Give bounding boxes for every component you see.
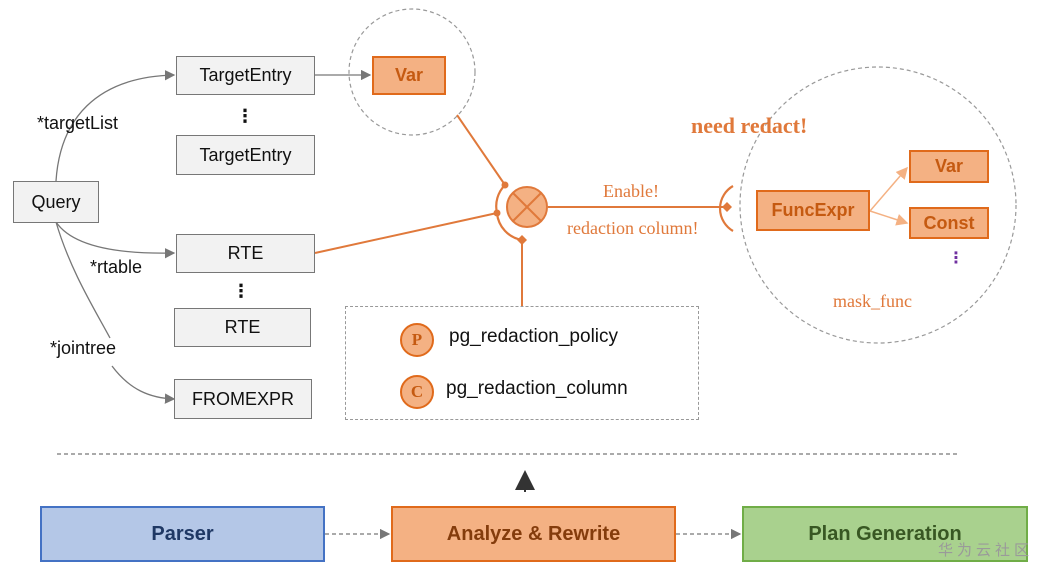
edge-query-jointree-top: [55, 221, 111, 339]
junction-dot-left: [493, 209, 501, 217]
column-badge-icon: C: [400, 375, 434, 409]
targetlist-edge-label: *targetList: [37, 113, 119, 133]
link-funcexpr-var: [869, 166, 908, 212]
edge-query-jointree: [111, 365, 176, 404]
link-var-junction: [456, 114, 506, 186]
mask-func-bracket: [719, 185, 734, 232]
junction-x-icon: [506, 186, 548, 228]
target-entry-node: TargetEntry: [176, 56, 315, 95]
redaction-column-label: redaction column!: [567, 218, 699, 238]
watermark-text: 华为云社区: [937, 542, 1033, 559]
link-rte-junction: [314, 212, 498, 254]
mask-func-caption: mask_func: [833, 291, 912, 311]
var-scope-circle: [348, 8, 476, 136]
fromexpr-node: FROMEXPR: [174, 379, 312, 419]
analyze-rewrite-stage: Analyze & Rewrite: [391, 506, 676, 562]
redaction-column-catalog-label: pg_redaction_column: [446, 378, 628, 399]
junction-dot-bottom: [517, 235, 527, 245]
need-redact-title: need redact!: [691, 113, 808, 138]
mask-func-entry-dot: [722, 202, 732, 212]
plan-generation-stage: Plan Generation: [742, 506, 1028, 562]
mask-var-node: Var: [909, 150, 989, 183]
edge-query-rtable: [55, 221, 176, 259]
policy-badge-icon: P: [400, 323, 434, 357]
rte-node: RTE: [174, 308, 311, 347]
rte-node: RTE: [176, 234, 315, 273]
mask-func-ellipsis: ⋮: [948, 250, 964, 267]
enable-label: Enable!: [603, 181, 659, 201]
rte-ellipsis: ⋮: [232, 281, 250, 301]
mask-func-scope-circle: [739, 66, 1017, 344]
link-funcexpr-const: [869, 210, 909, 226]
query-node: Query: [13, 181, 99, 223]
redaction-policy-label: pg_redaction_policy: [449, 326, 619, 347]
var-node: Var: [372, 56, 446, 95]
junction-dot-top: [501, 181, 509, 189]
rtable-edge-label: *rtable: [90, 257, 143, 277]
const-node: Const: [909, 207, 989, 239]
edge-query-targetlist: [55, 70, 176, 182]
target-entry-ellipsis: ⋮: [236, 106, 254, 126]
catalog-panel: [345, 306, 699, 420]
target-entry-node: TargetEntry: [176, 135, 315, 175]
jointree-edge-label: *jointree: [50, 338, 117, 358]
parser-stage: Parser: [40, 506, 325, 562]
funcexpr-node: FuncExpr: [756, 190, 870, 231]
